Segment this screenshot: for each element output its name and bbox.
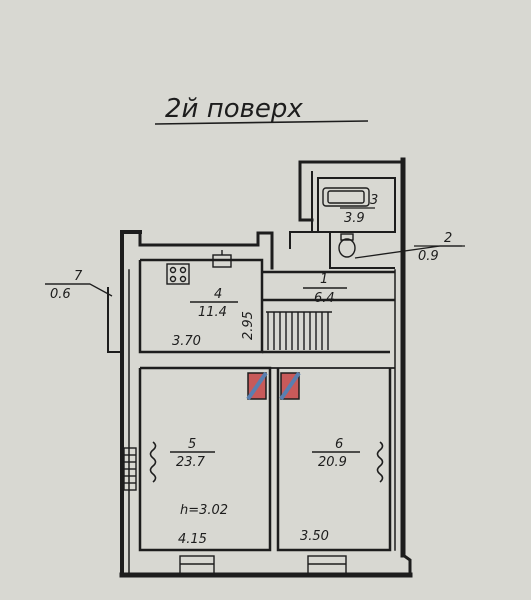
room-number-3: 3 [370, 193, 378, 208]
title-underline [154, 120, 369, 125]
room-number-7: 7 [74, 269, 83, 284]
room-area-6: 20.9 [318, 455, 347, 470]
toilet-icon [338, 233, 356, 258]
room-number-2: 2 [444, 231, 452, 246]
ceiling-height: h=3.02 [180, 503, 228, 518]
room7-small-closet [107, 287, 122, 353]
room4-height-dimension: 2.95 [241, 311, 256, 340]
floor-title: 2й поверх [165, 94, 303, 124]
room-area-7: 0.6 [50, 287, 71, 302]
window-bottom-left [179, 555, 215, 575]
room4-width-dimension: 3.70 [172, 334, 201, 349]
room-number-4: 4 [214, 287, 222, 302]
sink-icon [212, 250, 232, 268]
vent-duct-left [246, 371, 268, 401]
interior-walls [138, 177, 396, 552]
room-area-3: 3.9 [344, 211, 365, 226]
window-bottom-right [307, 555, 347, 575]
room-area-2: 0.9 [418, 249, 439, 264]
window-left-wall [123, 447, 137, 491]
room-number-5: 5 [188, 437, 196, 452]
room-number-1: 1 [320, 272, 328, 287]
room-number-6: 6 [335, 437, 343, 452]
stove-icon [166, 263, 190, 285]
room-area-4: 11.4 [198, 305, 227, 320]
radiator-right [376, 441, 384, 483]
room5-width-dimension: 4.15 [178, 532, 207, 547]
room-area-1: 6.4 [314, 291, 335, 306]
room6-width-dimension: 3.50 [300, 529, 329, 544]
vent-duct-right [279, 371, 301, 401]
staircase [266, 311, 332, 350]
radiator-left [149, 441, 157, 483]
bathtub-icon [322, 187, 370, 207]
outer-walls [119, 157, 413, 578]
room-area-5: 23.7 [176, 455, 206, 470]
